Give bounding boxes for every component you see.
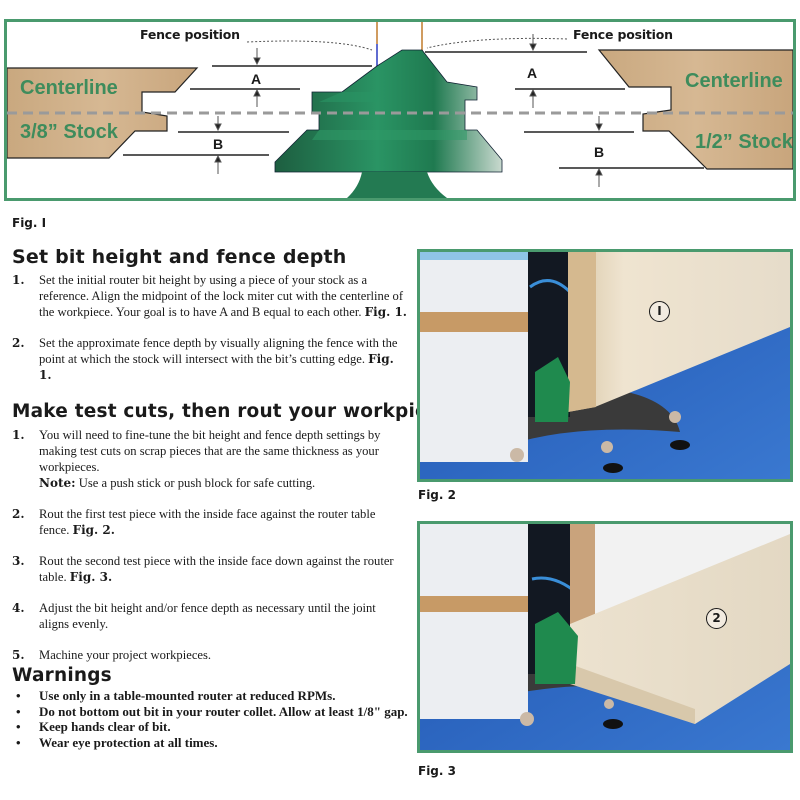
section-heading-set-bit-height: Set bit height and fence depth [12, 246, 347, 268]
section-1-steps: 1. Set the initial router bit height by … [12, 272, 407, 383]
dimension-b-label-left: B [213, 136, 224, 152]
stock-size-label-right: 1/2” Stock [695, 131, 793, 153]
test-piece-1-marker: I [649, 301, 670, 322]
figure-2-caption: Fig. 2 [418, 488, 456, 502]
figure-reference: Fig. 2. [72, 523, 115, 537]
figure-reference: Fig. 1. [39, 352, 394, 382]
dimension-a-label-right: A [527, 65, 538, 81]
step-item: 1. You will need to fine-tune the bit he… [12, 428, 381, 490]
figure-reference: Fig. 1. [364, 305, 407, 319]
lock-miter-diagram [7, 22, 793, 198]
figure-3-caption: Fig. 3 [418, 764, 456, 778]
bullet-icon: • [16, 703, 21, 719]
note-label: Note: [39, 476, 76, 490]
warning-item: •Keep hands clear of bit. [16, 719, 171, 734]
stock-size-label-left: 3/8” Stock [20, 121, 118, 143]
figure-1-diagram: Fence position Fence position Centerline… [4, 19, 796, 201]
figure-reference: Fig. 3. [69, 570, 113, 584]
dimension-b-label-right: B [594, 144, 605, 160]
warning-item: •Wear eye protection at all times. [16, 734, 218, 750]
warning-item: •Use only in a table-mounted router at r… [16, 688, 336, 703]
step-item: 1. Set the initial router bit height by … [12, 273, 407, 319]
figure-2-photo: I [417, 249, 793, 482]
warnings-list: •Use only in a table-mounted router at r… [12, 688, 410, 750]
figure-1-caption: Fig. I [12, 216, 47, 230]
dimension-a-label-left: A [251, 71, 262, 87]
warning-item: •Do not bottom out bit in your router co… [16, 703, 408, 719]
step-item: 2. Rout the first test piece with the in… [12, 507, 376, 537]
fence-position-label-right: Fence position [573, 27, 673, 42]
step-item: 5. Machine your project workpieces. [12, 648, 212, 662]
centerline-label-left: Centerline [20, 77, 118, 99]
step-item: 2. Set the approximate fence depth by vi… [12, 336, 398, 382]
step-item: 4. Adjust the bit height and/or fence de… [12, 601, 376, 631]
bullet-icon: • [16, 719, 21, 734]
section-2-steps: 1. You will need to fine-tune the bit he… [12, 427, 407, 663]
centerline-label-right: Centerline [685, 70, 783, 92]
fence-position-label-left: Fence position [140, 27, 240, 42]
section-heading-make-test-cuts: Make test cuts, then rout your workpiece… [12, 401, 463, 422]
bullet-icon: • [16, 734, 21, 750]
figure-3-photo: 2 [417, 521, 793, 753]
section-heading-warnings: Warnings [12, 665, 112, 686]
step-item: 3. Rout the second test piece with the i… [12, 554, 394, 584]
test-piece-2-marker: 2 [706, 608, 727, 629]
bullet-icon: • [16, 688, 21, 703]
